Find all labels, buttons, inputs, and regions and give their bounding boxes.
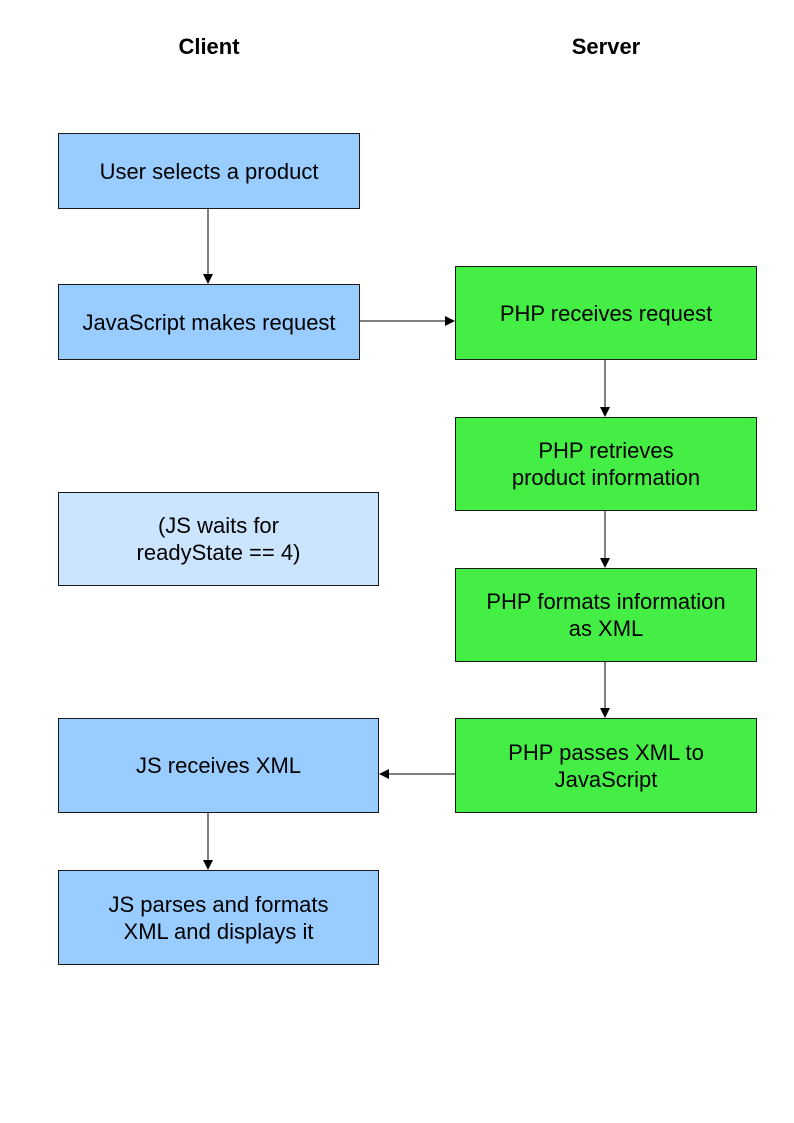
server-column-header: Server — [571, 34, 641, 59]
javascript-makes-request-box: JavaScript makes request — [58, 284, 360, 360]
client-column-header: Client — [178, 34, 240, 59]
php-formats-xml-box: PHP formats information as XML — [455, 568, 757, 662]
js-receives-xml-box: JS receives XML — [58, 718, 379, 813]
user-selects-product-box: User selects a product — [58, 133, 360, 209]
php-passes-xml-box: PHP passes XML to JavaScript — [455, 718, 757, 813]
php-receives-request-box: PHP receives request — [455, 266, 757, 360]
js-waits-readystate-box: (JS waits for readyState == 4) — [58, 492, 379, 586]
php-retrieves-info-box: PHP retrieves product information — [455, 417, 757, 511]
js-parses-xml-box: JS parses and formats XML and displays i… — [58, 870, 379, 965]
